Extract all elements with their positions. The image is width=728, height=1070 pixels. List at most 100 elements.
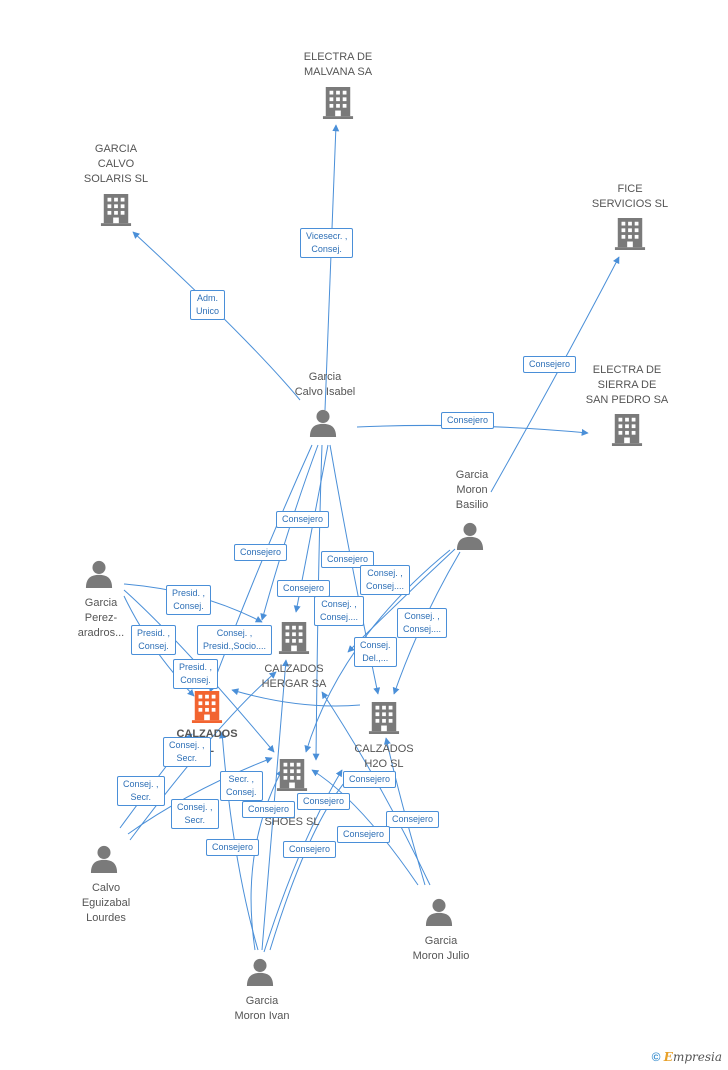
role-label[interactable]: Consej.Del.,... bbox=[354, 637, 397, 667]
node-label-line: SHOES SL bbox=[264, 816, 320, 828]
node-label-line: SERVICIOS SL bbox=[591, 198, 669, 210]
role-label-line: Presid. , bbox=[172, 588, 206, 598]
building-icon[interactable] bbox=[614, 218, 646, 250]
node-label-line: Calvo Isabel bbox=[294, 386, 356, 398]
relationship-edge bbox=[132, 231, 301, 401]
person-icon[interactable] bbox=[246, 958, 274, 986]
building-icon[interactable] bbox=[278, 622, 310, 654]
role-label[interactable]: Consejero bbox=[206, 839, 260, 856]
role-label[interactable]: Consejero bbox=[523, 356, 577, 373]
building-icon[interactable] bbox=[368, 702, 400, 734]
node-label-line: CALZADOS bbox=[264, 663, 324, 675]
role-label-line: Consej. , bbox=[404, 611, 440, 621]
node-label-line: aradros... bbox=[77, 627, 125, 639]
node-label-line: ELECTRA DE bbox=[303, 51, 373, 63]
role-label-line: Consejero bbox=[212, 842, 254, 852]
building-icon[interactable] bbox=[100, 194, 132, 226]
person-icon[interactable] bbox=[425, 898, 453, 926]
company-node-label[interactable]: SHOES SL bbox=[227, 815, 357, 830]
role-label-line: Secr. , bbox=[228, 774, 255, 784]
role-label-line: Consej. , bbox=[367, 568, 403, 578]
node-label-line: Garcia bbox=[84, 597, 118, 609]
role-label-line: Consej. , bbox=[169, 740, 205, 750]
role-label[interactable]: Consej. , Secr. bbox=[171, 799, 219, 829]
role-label[interactable]: Consejero bbox=[321, 551, 375, 568]
role-label[interactable]: Consejero bbox=[386, 811, 440, 828]
role-label[interactable]: Adm.Unico bbox=[190, 290, 226, 320]
node-label-line: SAN PEDRO SA bbox=[585, 394, 669, 406]
building-icon[interactable] bbox=[191, 691, 223, 723]
role-label-line: Consej. bbox=[226, 787, 257, 797]
role-label[interactable]: Vicesecr. , Consej. bbox=[300, 228, 354, 258]
role-label-line: Consej.... bbox=[366, 581, 405, 591]
role-label-line: Consej. bbox=[180, 675, 211, 685]
role-label-line: Presid. , bbox=[137, 628, 171, 638]
building-icon[interactable] bbox=[322, 87, 354, 119]
relationship-edge bbox=[231, 688, 361, 707]
role-label-line: Consejero bbox=[240, 547, 282, 557]
role-label[interactable]: Consej. ,Consej.... bbox=[397, 608, 448, 638]
role-label[interactable]: Consej. ,Presid.,Socio.... bbox=[197, 625, 273, 655]
relationship-edge bbox=[208, 444, 313, 693]
role-label-line: Consejero bbox=[447, 415, 489, 425]
role-label-line: Secr. bbox=[184, 815, 206, 825]
role-label[interactable]: Consej. , Consej.... bbox=[360, 565, 411, 595]
role-label-line: Vicesecr. , bbox=[306, 231, 348, 241]
relationship-edge bbox=[324, 124, 340, 411]
role-label[interactable]: Consej. ,Secr. bbox=[117, 776, 165, 806]
person-icon[interactable] bbox=[90, 845, 118, 873]
role-label[interactable]: Consejero bbox=[441, 412, 495, 429]
role-label[interactable]: Presid. , Consej. bbox=[131, 625, 177, 655]
role-label-line: Consejero bbox=[248, 804, 290, 814]
role-label-line: Consejero bbox=[282, 514, 324, 524]
node-icon-layer bbox=[85, 87, 646, 986]
role-label[interactable]: Presid. ,Consej. bbox=[166, 585, 212, 615]
person-icon[interactable] bbox=[309, 409, 337, 437]
person-icon[interactable] bbox=[85, 560, 113, 588]
role-label-line: Consej. , bbox=[177, 802, 213, 812]
role-label[interactable]: Consejero bbox=[283, 841, 337, 858]
role-label-line: Presid. , bbox=[179, 662, 213, 672]
node-label-line: Moron bbox=[456, 484, 488, 496]
node-label-line: Calvo bbox=[91, 882, 121, 894]
role-label[interactable]: Consej. ,Secr. bbox=[163, 737, 211, 767]
role-label[interactable]: Presid. , Consej. bbox=[173, 659, 219, 689]
relationship-edge bbox=[129, 671, 277, 841]
role-label-line: Consejero bbox=[529, 359, 571, 369]
node-label-line: Moron Julio bbox=[412, 950, 470, 962]
role-label-line: Consejero bbox=[349, 774, 391, 784]
footer-brand[interactable]: © Empresia bbox=[652, 1050, 722, 1064]
role-label-line: Consej. bbox=[360, 640, 391, 650]
role-label[interactable]: Consejero bbox=[297, 793, 351, 810]
node-label-line: GARCIA bbox=[94, 143, 138, 155]
role-label[interactable]: Consejero bbox=[242, 801, 296, 818]
role-label[interactable]: Consejero bbox=[276, 511, 330, 528]
relationship-edge bbox=[311, 769, 419, 886]
role-label[interactable]: Secr. , Consej. bbox=[220, 771, 263, 801]
building-icon[interactable] bbox=[611, 414, 643, 446]
role-label[interactable]: Consejero bbox=[234, 544, 288, 561]
role-label[interactable]: Consejero bbox=[337, 826, 391, 843]
role-label[interactable]: Consejero bbox=[277, 580, 331, 597]
relationship-edge bbox=[383, 737, 426, 886]
role-label-line: Consej. bbox=[138, 641, 169, 651]
role-label[interactable]: Consejero bbox=[343, 771, 397, 788]
role-label-line: Consej. bbox=[311, 244, 342, 254]
role-label-line: Consej. , bbox=[216, 628, 253, 638]
building-icon[interactable] bbox=[276, 759, 308, 791]
person-icon[interactable] bbox=[456, 522, 484, 550]
role-label[interactable]: Consej. ,Consej.... bbox=[314, 596, 365, 626]
node-label-line: Lourdes bbox=[86, 912, 126, 924]
